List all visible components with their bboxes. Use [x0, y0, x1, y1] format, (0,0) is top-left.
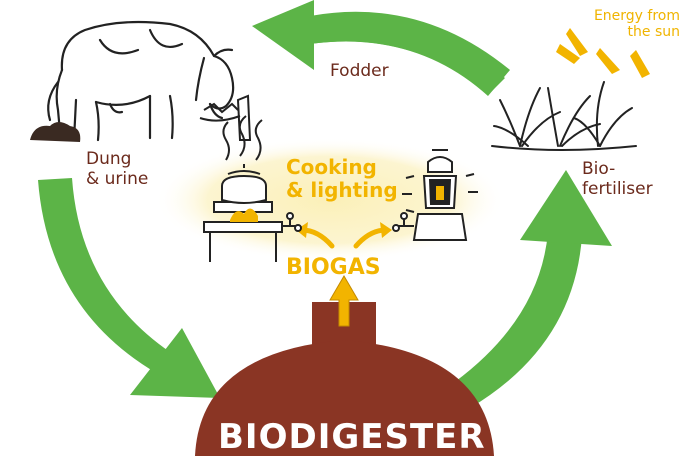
energy-label-line2: the sun — [627, 24, 680, 41]
dung-arrow — [38, 178, 220, 398]
biodigester-dome — [195, 302, 494, 456]
energy-from-sun-label: Energy from the sun — [540, 8, 680, 40]
cooking-label-line1: Cooking — [286, 155, 377, 179]
biodigester-label: BIODIGESTER — [218, 417, 486, 456]
biogas-label: BIOGAS — [286, 255, 381, 280]
fodder-arrow — [252, 0, 510, 96]
lantern-icon — [402, 149, 478, 241]
lantern-tap-icon — [392, 212, 414, 232]
fertiliser-arrow — [452, 170, 612, 408]
cooking-pot-icon — [203, 115, 283, 262]
cooking-lighting-label: Cooking & lighting — [286, 156, 398, 202]
biofertiliser-label: Bio- fertiliser — [582, 159, 653, 199]
cooking-label-line2: & lighting — [286, 178, 398, 202]
flame-icon — [230, 208, 258, 222]
energy-label-line1: Energy from — [593, 8, 680, 24]
dung-urine-label: Dung & urine — [86, 149, 149, 189]
cow-icon — [47, 20, 235, 142]
gas-tap-icon — [282, 212, 302, 232]
biofert-label-line1: Bio- — [582, 159, 616, 179]
dung-icon — [30, 122, 81, 142]
plant-icon — [491, 81, 637, 151]
fodder-label: Fodder — [330, 61, 389, 81]
dung-label-line2: & urine — [86, 168, 149, 189]
biogas-up-arrow-icon — [329, 275, 359, 327]
biofert-label-line2: fertiliser — [582, 178, 653, 199]
sun-ray-icon — [556, 28, 650, 78]
dung-label-line1: Dung — [86, 149, 132, 169]
